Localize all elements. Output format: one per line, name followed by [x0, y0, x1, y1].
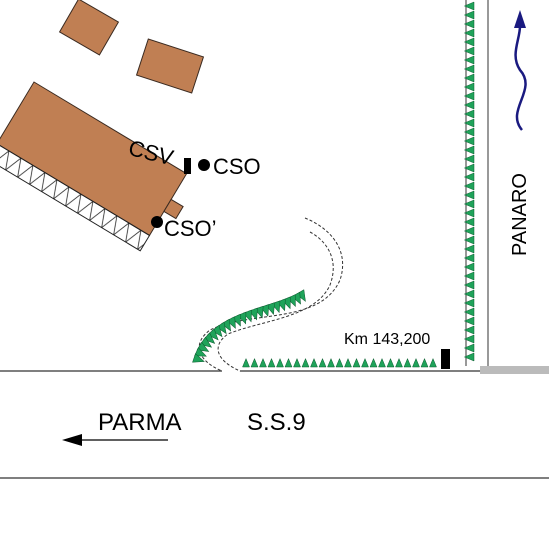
hedge-triangle-icon [207, 328, 219, 341]
north-flow-arrow-icon [514, 25, 527, 131]
hedge-triangle-icon [242, 357, 250, 368]
hedge-triangle-icon [463, 82, 475, 92]
hedge-triangle-icon [412, 357, 420, 368]
hedge-triangle-icon [203, 332, 216, 344]
hedge-triangle-icon [395, 357, 403, 368]
road-label: S.S.9 [247, 409, 306, 436]
hedge-triangle-icon [463, 46, 475, 56]
hedge-triangle-icon [344, 357, 352, 368]
hedge-triangle-icon [463, 10, 475, 20]
hedge-triangle-icon [420, 357, 429, 368]
cso-label: CSO [213, 154, 261, 179]
river-label: PANARO [509, 173, 531, 256]
hedge-triangle-icon [463, 118, 475, 128]
hedge-triangle-icon [352, 357, 361, 368]
direction-label: PARMA [98, 409, 182, 436]
hedge-triangle-icon [463, 100, 475, 110]
km-post [441, 349, 450, 369]
hedge-triangle-icon [429, 357, 437, 368]
hedge-triangle-icon [463, 109, 475, 119]
hedge-triangle-icon [369, 357, 378, 368]
hedge-triangle-icon [259, 357, 267, 368]
cso-prime-point [151, 216, 163, 228]
building-small-1 [58, 0, 120, 56]
access-path-outer [198, 217, 344, 372]
left-arrow-icon [62, 434, 82, 446]
hedge-triangle-icon [463, 154, 475, 164]
hedge-triangle-icon [194, 347, 207, 357]
hedge-triangle-icon [463, 64, 475, 74]
hedge-triangle-icon [463, 136, 475, 146]
hedge-triangle-icon [463, 37, 475, 47]
hedge-triangle-icon [293, 357, 301, 368]
access-path-inner [217, 231, 334, 372]
hedge-triangle-icon [463, 73, 475, 83]
hedge-triangle-icon [463, 181, 475, 191]
cso-prime-label: CSO’ [164, 216, 217, 241]
hedge-triangle-icon [378, 357, 386, 368]
hedge-triangle-icon [463, 226, 475, 236]
hedge-triangle-icon [301, 357, 310, 368]
hedge-triangle-icon [463, 334, 475, 344]
hedge-triangle-icon [463, 199, 475, 209]
hedge-triangle-icon [267, 357, 276, 368]
hedge-triangle-icon [463, 163, 475, 173]
truss-structure [0, 143, 151, 252]
hedge-triangle-icon [463, 127, 475, 137]
hedge-triangle-icon [463, 289, 475, 299]
hedge-triangle-icon [463, 271, 475, 281]
hedge-triangle-icon [463, 307, 475, 317]
hedge-triangle-icon [463, 352, 475, 362]
hedge-triangle-icon [463, 280, 475, 290]
hedge-triangle-icon [318, 357, 327, 368]
hedge-triangle-icon [335, 357, 344, 368]
hedge-triangle-icon [250, 357, 259, 368]
hedge-triangle-icon [295, 289, 306, 302]
annex-building [163, 198, 184, 220]
hedge-triangle-icon [403, 357, 412, 368]
hedge-triangle-icon [463, 217, 475, 227]
hedge-triangle-icon [216, 321, 227, 335]
hedge-triangle-icon [463, 145, 475, 155]
hedge-triangle-icon [463, 343, 475, 353]
hedge-horizontal [242, 357, 437, 368]
main-building [0, 81, 188, 252]
hedge-triangle-icon [463, 325, 475, 335]
hedge-triangle-icon [463, 298, 475, 308]
hedge-triangle-icon [463, 91, 475, 101]
hedge-triangle-icon [463, 1, 475, 11]
hedge-triangle-icon [463, 316, 475, 326]
north-flow-arrow-head [514, 10, 526, 28]
bridge-segment [480, 366, 549, 374]
hedge-triangle-icon [284, 357, 293, 368]
hedge-triangle-icon [310, 357, 318, 368]
hedge-triangle-icon [463, 208, 475, 218]
hedge-triangle-icon [291, 291, 301, 305]
hedge-triangle-icon [463, 55, 475, 65]
hedge-triangle-icon [327, 357, 335, 368]
hedge-triangle-icon [192, 353, 205, 363]
hedge-triangle-icon [463, 244, 475, 254]
hedge-triangle-icon [386, 357, 395, 368]
building-small-2 [135, 38, 205, 94]
hedge-triangle-icon [220, 318, 232, 332]
hedge-triangle-icon [463, 262, 475, 272]
hedge-triangle-icon [463, 235, 475, 245]
hedge-triangle-icon [211, 324, 223, 338]
hedge-vertical [463, 1, 475, 362]
hedge-triangle-icon [463, 172, 475, 182]
hedge-triangle-icon [361, 357, 369, 368]
hedge-triangle-icon [276, 357, 284, 368]
cso-point [198, 159, 210, 171]
km-label: Km 143,200 [344, 331, 430, 348]
hedge-curved [192, 289, 306, 363]
hedge-triangle-icon [463, 253, 475, 263]
hedge-triangle-icon [463, 19, 475, 29]
hedge-triangle-icon [463, 190, 475, 200]
csv-marker [184, 158, 191, 174]
hedge-triangle-icon [463, 28, 475, 38]
